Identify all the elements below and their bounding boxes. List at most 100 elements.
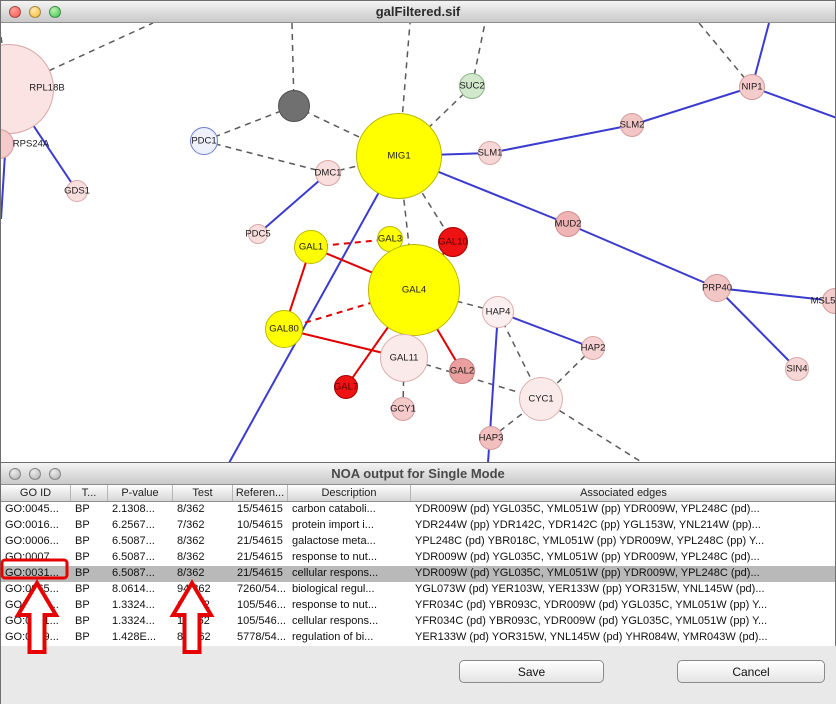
cell: biological regul... [292,583,375,595]
cell: 94/362 [177,583,211,595]
noa-window-titlebar[interactable]: NOA output for Single Mode [1,463,835,485]
column-header-p-value[interactable]: P-value [108,485,173,501]
edge-MUD2-PRP40[interactable] [567,223,718,289]
node-SLM2[interactable] [620,113,644,137]
node-GAL4[interactable] [368,244,460,336]
cell: 8/362 [177,503,205,515]
minimize-button[interactable] [29,6,41,18]
column-header-test[interactable]: Test [173,485,233,501]
cell: BP [75,599,90,611]
cell: 7/362 [177,519,205,531]
node-NIP1[interactable] [739,74,765,100]
cell: 1.428E... [112,631,157,643]
edge-dark1-MIG1[interactable] [293,105,400,157]
node-HAP3[interactable] [479,426,503,450]
node-GCY1[interactable] [391,397,415,421]
cell: 11/362 [177,615,210,627]
close-button[interactable] [9,468,21,480]
node-SUC2[interactable] [459,73,485,99]
edge-PDC1-DMC1[interactable] [203,140,329,174]
save-button[interactable]: Save [459,660,604,683]
column-header-referen-[interactable]: Referen... [233,485,288,501]
cell: BP [75,551,90,563]
node-PRP40[interactable] [703,274,731,302]
node-MUD2[interactable] [555,211,581,237]
window-title: NOA output for Single Mode [331,466,505,481]
cell: BP [75,615,90,627]
node-HAP2[interactable] [581,336,605,360]
edge-NIP1-a_r117[interactable] [751,86,835,119]
cell: 8/362 [177,551,205,563]
edge-PRP40-SIN4[interactable] [716,287,798,370]
minimize-button[interactable] [29,468,41,480]
close-button[interactable] [9,6,21,18]
node-GAL11[interactable] [380,334,428,382]
cell: 15/54615 [237,503,283,515]
window-controls [9,6,61,18]
node-PDC5[interactable] [248,224,268,244]
cell: YFR034C (pd) YBR093C, YDR009W (pd) YGL03… [415,599,768,611]
cell: 1.3324... [112,615,155,627]
cell: BP [75,567,90,579]
zoom-button[interactable] [49,6,61,18]
cell: YDR009W (pd) YGL035C, YML051W (pp) YDR00… [415,567,760,579]
cell: cellular respons... [292,615,379,627]
edge-CYC1-a_b642[interactable] [540,398,643,462]
cell: GO:0007... [5,551,59,563]
edge-SLM1-SLM2[interactable] [489,124,633,154]
node-CYC1[interactable] [519,377,563,421]
node-HAP4[interactable] [482,296,514,328]
node-GAL1[interactable] [294,230,328,264]
cancel-button[interactable]: Cancel [677,660,825,683]
node-GDS1[interactable] [66,180,88,202]
cell: 10/54615 [237,519,283,531]
node-SLM1[interactable] [478,141,502,165]
edge-HAP4-HAP2[interactable] [497,311,594,349]
edge-MIG1-a_b228[interactable] [228,155,400,462]
cell: 6.5087... [112,567,155,579]
cell: YDR009W (pd) YGL035C, YML051W (pp) YDR00… [415,551,760,563]
network-window-titlebar[interactable]: galFiltered.sif [1,1,835,23]
cell: 11/362 [177,599,210,611]
cell: 21/54615 [237,567,283,579]
node-GAL7[interactable] [334,375,358,399]
cell: YER133W (pd) YOR315W, YNL145W (pd) YHR08… [415,631,768,643]
cell: BP [75,631,90,643]
edge-GAL11-GCY1[interactable] [402,357,405,410]
zoom-button[interactable] [49,468,61,480]
cell: regulation of bi... [292,631,374,643]
node-GAL10[interactable] [438,227,468,257]
node-PDC1[interactable] [190,127,218,155]
cell: 105/546... [237,599,286,611]
cell: 8.0614... [112,583,155,595]
edge-PRP40-MSL5[interactable] [716,287,835,302]
node-dark1[interactable] [278,90,310,122]
node-MIG1[interactable] [356,113,442,199]
cell: BP [75,503,90,515]
edge-SLM2-NIP1[interactable] [631,86,753,126]
column-header-description[interactable]: Description [288,485,411,501]
column-header-go-id[interactable]: GO ID [1,485,71,501]
edge-SUC2-MIG1[interactable] [398,85,473,157]
edge-DMC1-PDC5[interactable] [257,172,329,235]
node-GAL2[interactable] [449,358,475,384]
node-DMC1[interactable] [315,160,341,186]
node-GAL80[interactable] [265,310,303,348]
cell: YDR244W (pp) YDR142C, YDR142C (pp) YGL15… [415,519,761,531]
column-header-t-[interactable]: T... [71,485,108,501]
column-header-associated-edges[interactable]: Associated edges [411,485,836,501]
cell: response to nut... [292,551,377,563]
node-SIN4[interactable] [785,357,809,381]
cell: GO:0031... [5,567,59,579]
